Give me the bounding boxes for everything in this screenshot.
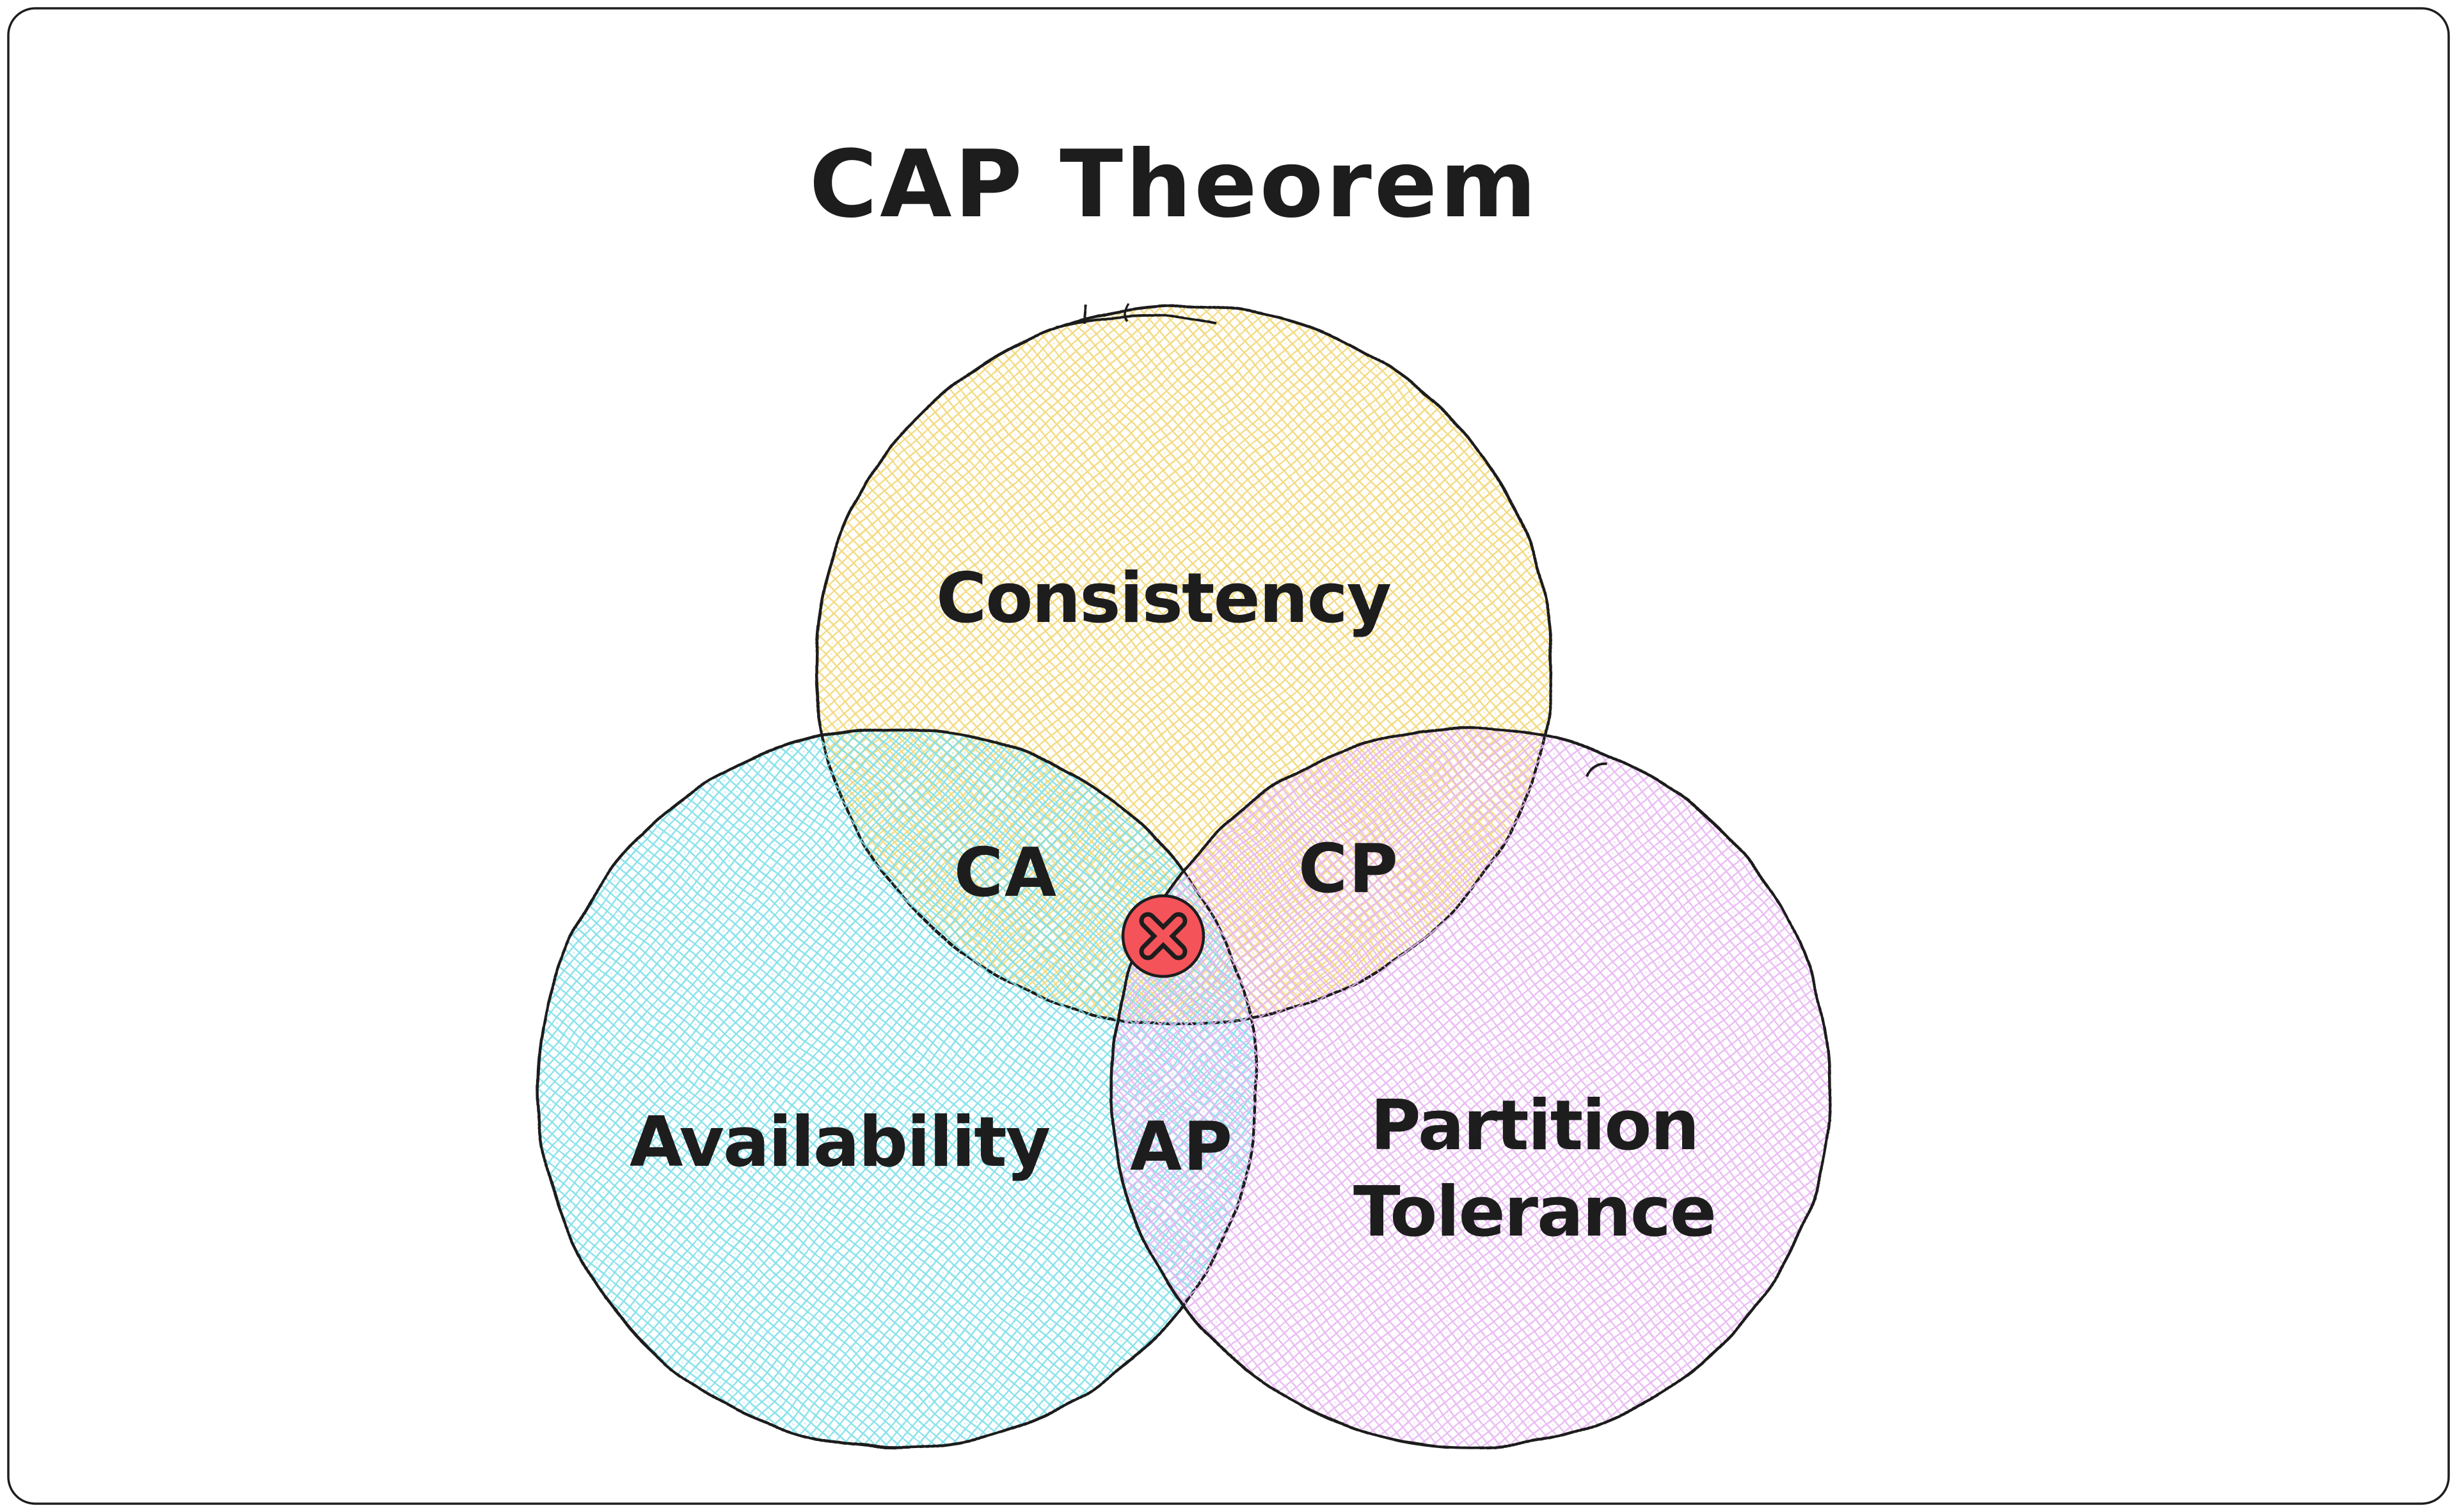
label-partition-line2: Tolerance <box>1353 1172 1715 1252</box>
diagram-title: CAP Theorem <box>809 131 1539 239</box>
region-label-ap: AP <box>1130 1108 1234 1186</box>
region-label-cp: CP <box>1298 830 1399 908</box>
x-cross-icon <box>1139 912 1188 960</box>
circle-partition-tolerance <box>1109 726 1832 1449</box>
label-availability: Availability <box>630 1102 1050 1182</box>
consistency-overshoot-stroke <box>1055 314 1216 329</box>
canvas-frame-border <box>7 7 2450 1505</box>
region-label-ca: CA <box>954 834 1058 912</box>
label-partition-line1: Partition <box>1371 1086 1699 1166</box>
consistency-hook-stroke <box>1122 303 1129 322</box>
partition-overshoot-stroke <box>1586 761 1608 776</box>
center-impossible-badge <box>1121 894 1205 978</box>
label-consistency: Consistency <box>936 559 1391 639</box>
consistency-tick-stroke <box>1083 304 1087 324</box>
